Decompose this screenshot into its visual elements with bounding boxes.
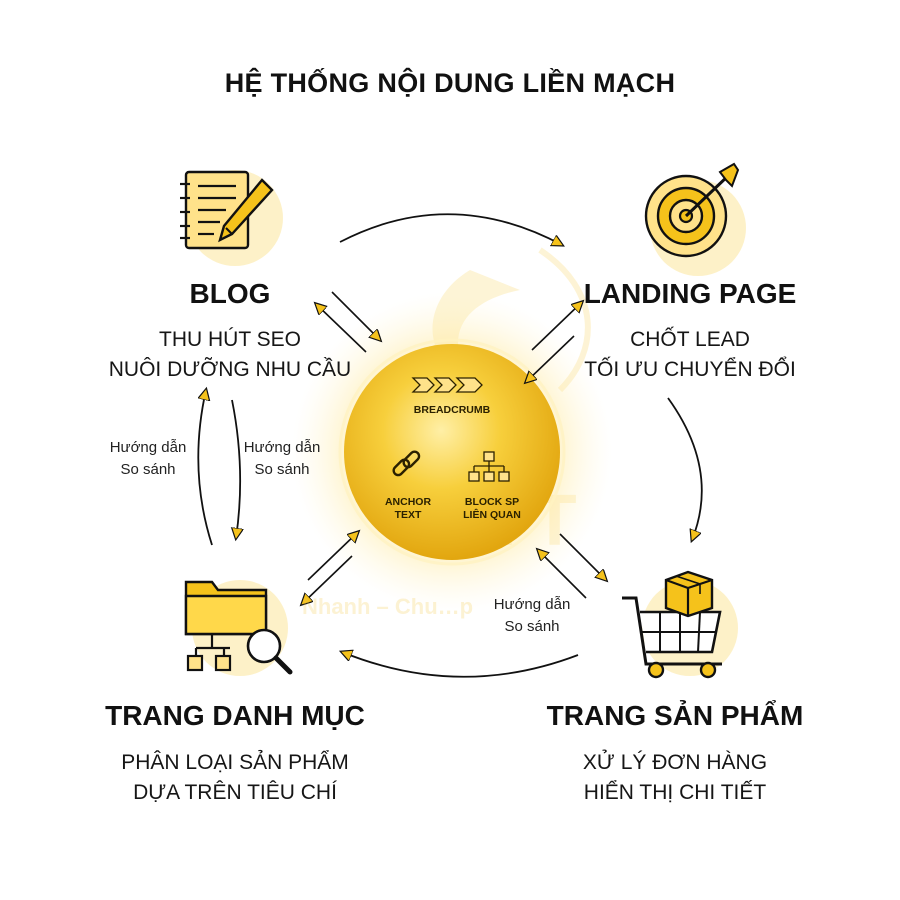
blog-description: THU HÚT SEO NUÔI DƯỠNG NHU CẦU [70, 325, 390, 385]
arrow-blog-to-landing [339, 213, 562, 245]
arrows-product-core [538, 533, 606, 599]
arrow-product-to-category [342, 652, 579, 678]
landing-page-description: CHỐT LEAD TỐI ƯU CHUYỂN ĐỔI [560, 325, 820, 385]
product-desc-line: XỬ LÝ ĐƠN HÀNG [582, 751, 768, 774]
related-products-block-label: BLOCK SP LIÊN QUAN [448, 496, 536, 522]
sitemap-icon [468, 451, 510, 482]
arrow-landing-to-product [667, 397, 703, 540]
guide-line: Hướng dẫn [243, 439, 321, 456]
landing-desc-line: TỐI ƯU CHUYỂN ĐỔI [584, 358, 796, 381]
guide-label-left-inner: Hướng dẫn So sánh [222, 437, 342, 481]
related-block-line: LIÊN QUAN [463, 509, 521, 521]
guide-label-bottom-right: Hướng dẫn So sánh [472, 594, 592, 638]
blog-title: BLOG [189, 278, 271, 309]
product-desc-line: HIỂN THỊ CHI TIẾT [583, 781, 767, 804]
category-desc-line: DỰA TRÊN TIÊU CHÍ [133, 781, 337, 804]
watermark-text: Nhanh – Chu…p [302, 594, 474, 619]
category-page-description: PHÂN LOẠI SẢN PHẨM DỰA TRÊN TIÊU CHÍ [60, 748, 410, 808]
category-page-title: TRANG DANH MỤC [105, 700, 365, 731]
anchor-text-line: ANCHOR [384, 496, 432, 508]
product-page-description: XỬ LÝ ĐƠN HÀNG HIỂN THỊ CHI TIẾT [510, 748, 840, 808]
landing-page-title: LANDING PAGE [583, 278, 797, 309]
guide-line: So sánh [120, 461, 176, 478]
guide-line: So sánh [254, 461, 310, 478]
anchor-text-label: ANCHOR TEXT [370, 496, 446, 522]
guide-label-left-outer: Hướng dẫn So sánh [88, 437, 208, 481]
guide-line: Hướng dẫn [493, 596, 571, 613]
shopping-cart-box-icon [622, 570, 722, 679]
target-arrow-icon [644, 162, 740, 258]
diagram-title: HỆ THỐNG NỘI DUNG LIỀN MẠCH [224, 68, 676, 98]
landing-desc-line: CHỐT LEAD [630, 328, 750, 351]
core-sphere [344, 344, 560, 560]
link-chain-icon [392, 450, 421, 477]
anchor-text-line: TEXT [394, 509, 422, 521]
blog-desc-line: THU HÚT SEO [159, 328, 301, 351]
notebook-pencil-icon [180, 170, 274, 250]
guide-line: Hướng dẫn [109, 439, 187, 456]
blog-desc-line: NUÔI DƯỠNG NHU CẦU [108, 358, 352, 381]
guide-line: So sánh [504, 618, 560, 635]
related-block-line: BLOCK SP [464, 496, 520, 508]
breadcrumb-label: BREADCRUMB [413, 404, 491, 416]
arrow-category-to-blog [197, 390, 213, 546]
product-page-title: TRANG SẢN PHẨM [546, 700, 804, 731]
folder-search-icon [184, 580, 293, 675]
category-desc-line: PHÂN LOẠI SẢN PHẨM [121, 751, 349, 774]
arrows-landing-core [526, 302, 582, 382]
arrows-category-core [302, 532, 358, 604]
breadcrumb-icon [411, 377, 483, 393]
arrows-blog-core [316, 291, 380, 353]
arrow-blog-down [232, 399, 240, 538]
